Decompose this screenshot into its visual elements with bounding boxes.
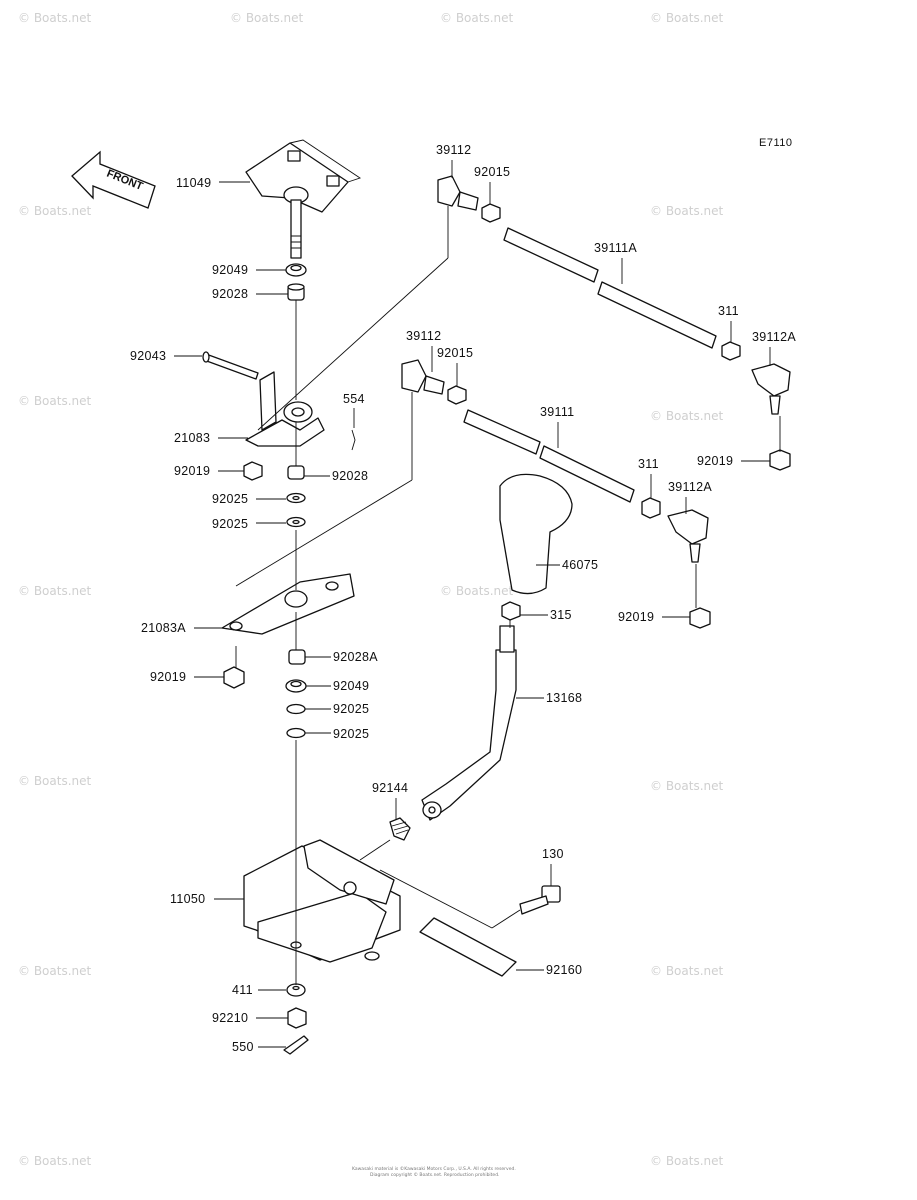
watermark: © Boats.net bbox=[18, 774, 92, 788]
callout-92019: 92019 bbox=[150, 670, 186, 684]
callout-39112: 39112 bbox=[436, 143, 471, 157]
callout-92049: 92049 bbox=[333, 679, 369, 693]
watermark: © Boats.net bbox=[440, 11, 514, 25]
callout-92043: 92043 bbox=[130, 349, 166, 363]
front-arrow-icon: FRONT bbox=[71, 150, 156, 209]
callout-92025: 92025 bbox=[212, 517, 248, 531]
callout-130: 130 bbox=[542, 847, 564, 861]
watermark: © Boats.net bbox=[18, 964, 92, 978]
callout-92015: 92015 bbox=[437, 346, 473, 360]
callout-92028A: 92028A bbox=[333, 650, 378, 664]
callout-39112: 39112 bbox=[406, 329, 441, 343]
watermark: © Boats.net bbox=[440, 584, 514, 598]
callout-92144: 92144 bbox=[372, 781, 408, 795]
callout-21083A: 21083A bbox=[141, 621, 186, 635]
watermark: © Boats.net bbox=[650, 204, 724, 218]
callout-92028: 92028 bbox=[332, 469, 368, 483]
watermark-layer: © Boats.net © Boats.net © Boats.net © Bo… bbox=[18, 11, 724, 1168]
part-drawings bbox=[202, 139, 791, 1055]
watermark: © Boats.net bbox=[650, 964, 724, 978]
callout-11049: 11049 bbox=[176, 176, 211, 190]
footer-copyright: Kawasaki material is ©Kawasaki Motors Co… bbox=[352, 1165, 516, 1172]
callout-92160: 92160 bbox=[546, 963, 582, 977]
callout-311: 311 bbox=[638, 457, 659, 471]
callout-550: 550 bbox=[232, 1040, 254, 1054]
watermark: © Boats.net bbox=[18, 1154, 92, 1168]
callout-39111: 39111 bbox=[540, 405, 574, 419]
watermark: © Boats.net bbox=[230, 11, 304, 25]
watermark: © Boats.net bbox=[18, 584, 92, 598]
callout-39112A: 39112A bbox=[668, 480, 712, 494]
watermark: © Boats.net bbox=[650, 779, 724, 793]
watermark: © Boats.net bbox=[650, 409, 724, 423]
callout-92019: 92019 bbox=[174, 464, 210, 478]
callout-92028: 92028 bbox=[212, 287, 248, 301]
callout-46075: 46075 bbox=[562, 558, 598, 572]
footer-copyright: Diagram copyright © Boats.net. Reproduct… bbox=[370, 1171, 500, 1178]
diagram-code: E7110 bbox=[759, 137, 793, 149]
callout-11050: 11050 bbox=[170, 892, 205, 906]
callout-92049: 92049 bbox=[212, 263, 248, 277]
callout-315: 315 bbox=[550, 608, 572, 622]
callout-554: 554 bbox=[343, 392, 365, 406]
callout-39112A: 39112A bbox=[752, 330, 796, 344]
watermark: © Boats.net bbox=[18, 11, 92, 25]
callout-92210: 92210 bbox=[212, 1011, 248, 1025]
callout-92019: 92019 bbox=[618, 610, 654, 624]
callout-411: 411 bbox=[232, 983, 253, 997]
callout-39111A: 39111A bbox=[594, 241, 637, 255]
callout-92015: 92015 bbox=[474, 165, 510, 179]
callout-311: 311 bbox=[718, 304, 739, 318]
assembly-lines bbox=[235, 206, 781, 985]
watermark: © Boats.net bbox=[650, 11, 724, 25]
callout-21083: 21083 bbox=[174, 431, 210, 445]
watermark: © Boats.net bbox=[650, 1154, 724, 1168]
watermark: © Boats.net bbox=[18, 204, 92, 218]
callout-92025: 92025 bbox=[212, 492, 248, 506]
callout-13168: 13168 bbox=[546, 691, 582, 705]
callout-92025: 92025 bbox=[333, 702, 369, 716]
callout-92025: 92025 bbox=[333, 727, 369, 741]
callouts: 11049 92049 92028 92043 554 21083 92019 … bbox=[130, 143, 796, 1054]
callout-92019: 92019 bbox=[697, 454, 733, 468]
watermark: © Boats.net bbox=[18, 394, 92, 408]
